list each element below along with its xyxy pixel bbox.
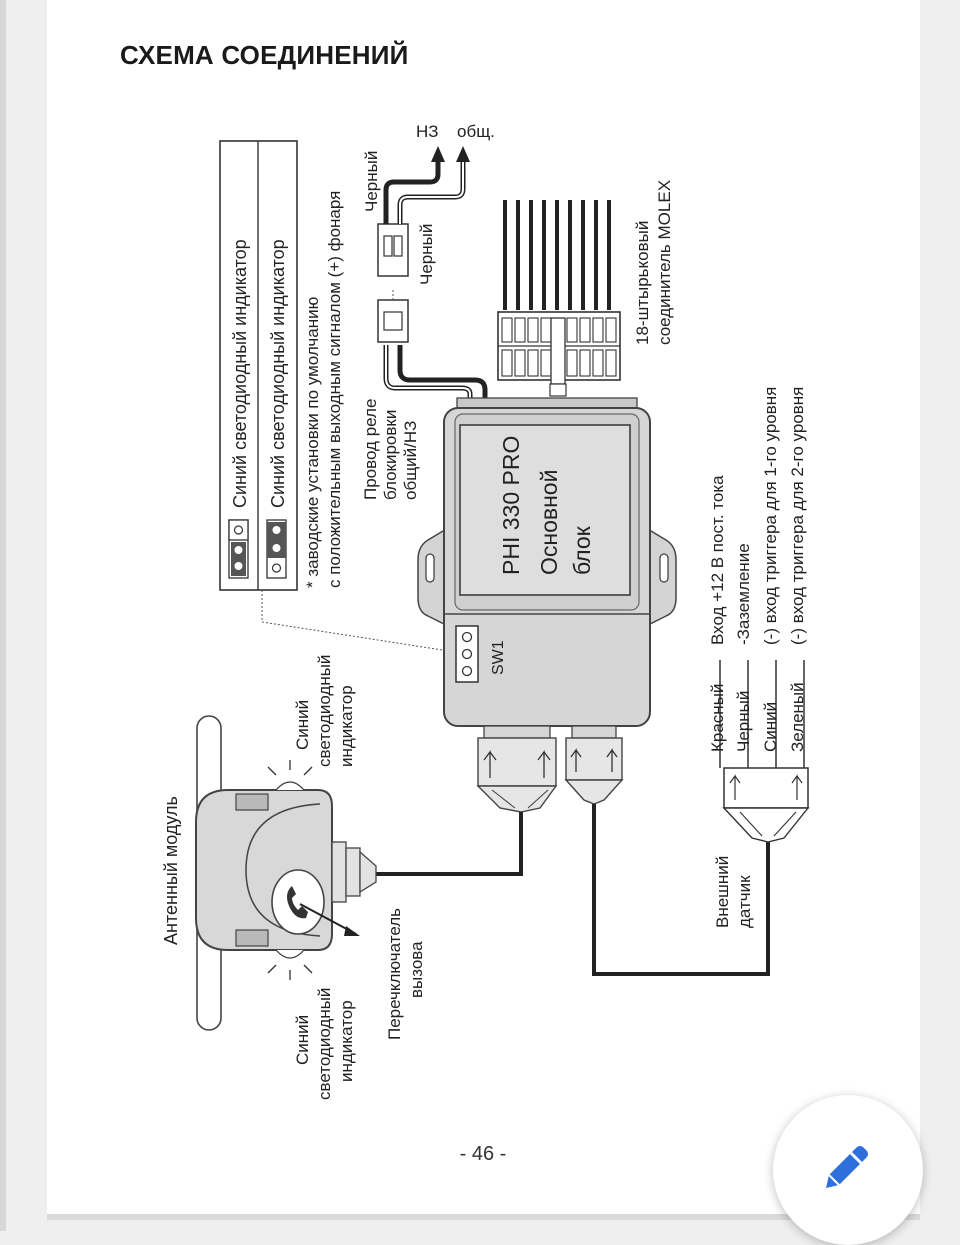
legend-row2-label: Синий светодиодный индикатор — [268, 239, 288, 508]
main-unit-model: PHI 330 PRO — [498, 436, 524, 575]
power-desc-12v: Вход +12 В пост. тока — [708, 475, 727, 645]
sensor-connector — [719, 660, 810, 843]
cable-glands — [476, 725, 624, 813]
phone-icon — [287, 886, 308, 919]
relay-nz-label: НЗ — [416, 122, 439, 141]
main-unit-housing — [417, 397, 677, 727]
antenna-module-label: Антенный модуль — [161, 796, 181, 945]
relay-wire1-label: Черный — [362, 151, 381, 212]
main-unit-label-line3: блок — [569, 525, 595, 575]
antenna-cable — [376, 812, 523, 876]
antenna-led-bottom-line1: Синий — [293, 1015, 312, 1065]
page-number: - 46 - — [459, 1143, 507, 1165]
power-desc-trigger1: (-) вход триггера для 1-го уровня — [761, 387, 780, 645]
relay-common-label: общ. — [457, 122, 495, 141]
page-edge-left — [0, 0, 6, 1231]
relay-label-line1: Провод реле — [361, 399, 380, 500]
power-wire-green: Зеленый — [788, 682, 807, 752]
power-desc-ground: -Заземление — [734, 543, 753, 645]
call-switch-label-line1: Перечключатель — [385, 908, 404, 1040]
relay-label-line2: блокировки — [381, 410, 400, 500]
call-switch-label-line2: вызова — [407, 941, 426, 998]
relay-wires — [377, 146, 488, 405]
molex-label-line2: соединитель MOLEX — [655, 180, 674, 345]
antenna-led-top-line2: светодиодный — [315, 655, 334, 767]
legend-row1-label: Синий светодиодный индикатор — [230, 239, 250, 508]
relay-wire2-label: Черный — [417, 224, 436, 285]
sensor-label-line2: датчик — [735, 875, 754, 928]
power-wire-black: Черный — [734, 691, 753, 752]
legend-note-line2: с положительным выходным сигналом (+) фо… — [325, 191, 344, 588]
sensor-label-line1: Внешний — [713, 856, 732, 928]
legend-note-line1: * заводские установки по умолчанию — [303, 296, 322, 588]
antenna-led-top-line1: Синий — [293, 700, 312, 750]
page-edge-bottom — [47, 1214, 920, 1220]
antenna-led-bottom-line3: индикатор — [337, 1000, 356, 1082]
antenna-led-top-line3: индикатор — [337, 685, 356, 767]
power-wire-red: Красный — [708, 684, 727, 752]
pencil-icon — [826, 1146, 868, 1188]
power-wire-blue: Синий — [761, 702, 780, 752]
relay-label-line3: общий/НЗ — [401, 421, 420, 500]
sensor-cable — [592, 804, 770, 976]
led-legend: Синий светодиодный индикатор Синий свето… — [219, 140, 456, 653]
edit-fab-button[interactable] — [773, 1095, 923, 1245]
power-desc-trigger2: (-) вход триггера для 2-го уровня — [788, 387, 807, 645]
antenna-led-bottom-line2: светодиодный — [315, 988, 334, 1100]
page-title: СХЕМА СОЕДИНЕНИЙ — [120, 40, 409, 70]
sw1-label: SW1 — [490, 640, 507, 675]
main-unit-label-line2: Основной — [536, 470, 562, 575]
molex-label-line1: 18-штырьковый — [633, 221, 652, 345]
molex-connector — [497, 200, 621, 397]
